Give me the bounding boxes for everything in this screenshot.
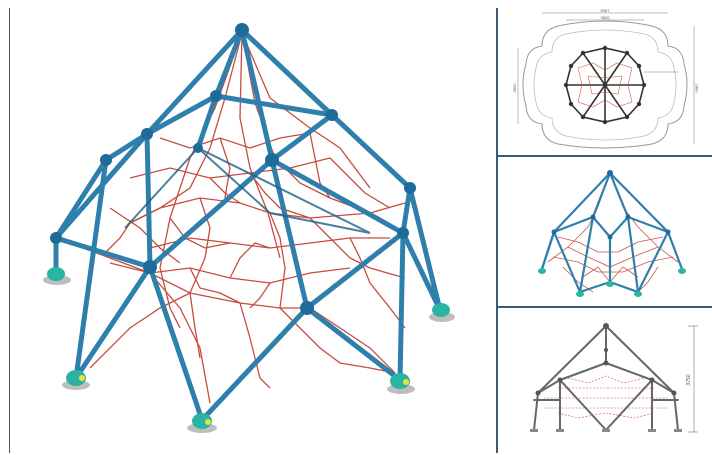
perspective-view <box>10 8 496 453</box>
plan-joints <box>563 45 647 125</box>
elevation-rope <box>544 375 668 419</box>
dim-top-width: 5987 <box>601 8 611 13</box>
frame-tubes <box>53 27 443 423</box>
plan-rope <box>577 62 633 108</box>
side-frame-tubes <box>540 171 684 294</box>
dim-top-inner-width: 3800 <box>601 15 611 20</box>
ground-bases <box>47 267 450 429</box>
dim-top-right-side: 5987 <box>694 83 699 93</box>
divider-middle <box>497 306 712 308</box>
dim-height: 3750 <box>686 374 692 385</box>
divider-top <box>497 155 712 157</box>
joint-balls <box>50 23 416 315</box>
dim-top-side: 3800 <box>512 83 517 93</box>
elevation-bases <box>530 429 682 432</box>
divider-vertical <box>496 8 498 453</box>
front-elevation-view: 3750 <box>498 308 712 453</box>
side-bases <box>538 268 686 297</box>
safety-zone-outline <box>522 20 688 149</box>
left-border <box>9 8 10 453</box>
top-plan-view: 5987 3800 3800 5987 <box>498 8 712 155</box>
side-perspective-view <box>498 157 712 306</box>
inner-zone-outline <box>533 29 677 141</box>
climbing-frame-illustration <box>43 23 455 433</box>
inner-tubes <box>124 147 371 234</box>
elevation-joints <box>535 323 677 396</box>
elevation-frame <box>533 325 679 431</box>
side-joints <box>551 170 671 240</box>
plan-dimension-lines <box>517 12 695 144</box>
